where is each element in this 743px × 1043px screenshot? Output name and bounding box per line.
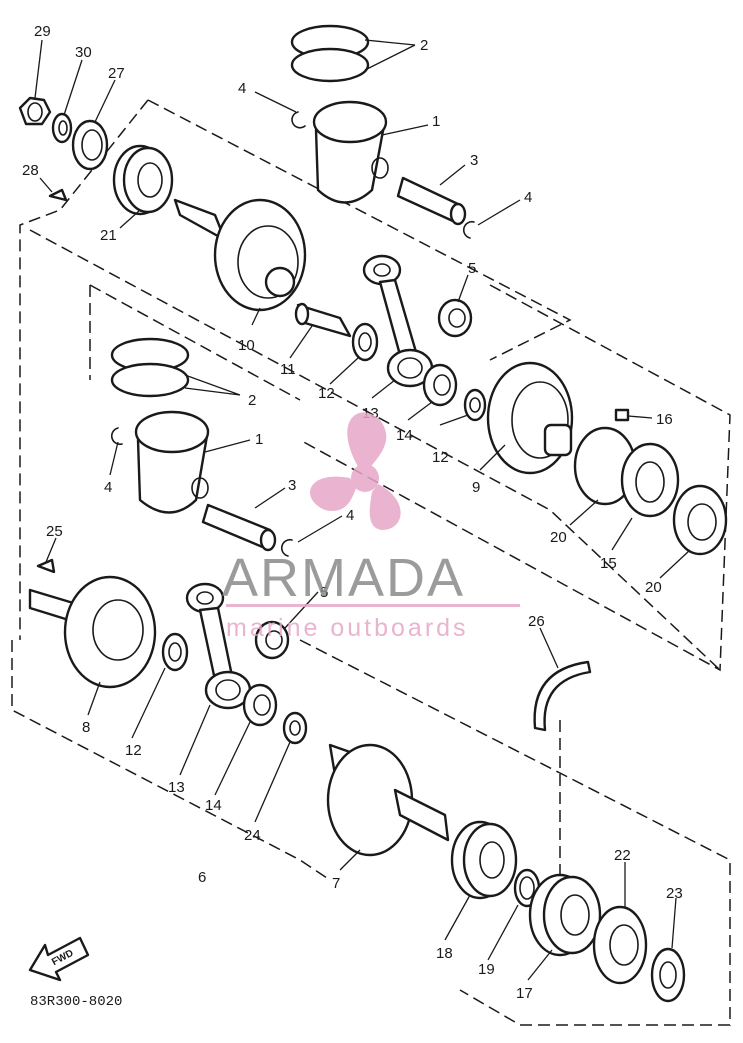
connecting-rod-part-13-upper — [362, 254, 434, 388]
piston-rings-part-2-lower — [110, 337, 190, 398]
thrust-washer-part-24 — [282, 711, 308, 745]
callout-17: 17 — [516, 985, 533, 1002]
bearing-part-15 — [573, 426, 680, 518]
thrust-washer-part-12-mid — [463, 388, 487, 422]
callout-5-lower: 5 — [320, 584, 328, 601]
callout-14-upper: 14 — [396, 427, 413, 444]
leader-lines — [34, 39, 691, 981]
callout-27: 27 — [108, 65, 125, 82]
watermark-underline — [226, 604, 520, 607]
bearing-part-20 — [672, 484, 728, 556]
callout-4-lower-right: 4 — [346, 507, 354, 524]
woodruff-key-part-28 — [48, 188, 68, 202]
callout-16: 16 — [656, 411, 673, 428]
dowel-pin-part-16 — [614, 408, 630, 422]
piston-pin-part-3-lower — [201, 503, 277, 552]
thrust-washer-part-12-upper — [351, 322, 379, 362]
callout-1-upper: 1 — [432, 113, 440, 130]
callout-20-left: 20 — [550, 529, 567, 546]
bearing-part-17 — [528, 873, 602, 957]
armada-watermark: ARMADA marine outboards — [222, 412, 520, 642]
drawing-code: 83R300-8020 — [30, 994, 122, 1010]
propeller-logo-icon — [310, 412, 401, 530]
callout-15: 15 — [600, 555, 617, 572]
assembly-outlines — [11, 99, 731, 1026]
piston-rings-part-2-upper — [290, 24, 370, 83]
callout-12-mid: 12 — [432, 449, 449, 466]
crank-half-part-10 — [173, 198, 307, 312]
needle-bearing-part-14-upper — [422, 363, 458, 407]
callout-18: 18 — [436, 945, 453, 962]
callout-4-lower-left: 4 — [104, 479, 112, 496]
crank-half-part-8 — [28, 575, 157, 689]
watermark-tagline: marine outboards — [226, 614, 469, 642]
callout-3-lower: 3 — [288, 477, 296, 494]
connecting-rod-part-13-lower — [185, 582, 252, 710]
callout-1-lower: 1 — [255, 431, 263, 448]
callout-21: 21 — [100, 227, 117, 244]
callout-19: 19 — [478, 961, 495, 978]
callout-9: 9 — [472, 479, 480, 496]
circlip-part-4-lower-left — [110, 427, 123, 446]
nut-part-29 — [18, 96, 52, 126]
callout-12-upper: 12 — [318, 385, 335, 402]
needle-bearing-part-14-lower — [242, 683, 278, 727]
callout-2-upper: 2 — [420, 37, 428, 54]
circlip-part-4-upper-right — [462, 220, 475, 239]
callout-29: 29 — [34, 23, 51, 40]
key-part-25 — [36, 558, 56, 574]
callout-6: 6 — [198, 869, 206, 886]
callout-14-lower: 14 — [205, 797, 222, 814]
callout-30: 30 — [75, 44, 92, 61]
callout-8: 8 — [82, 719, 90, 736]
callout-10: 10 — [238, 337, 255, 354]
callout-4-upper-right: 4 — [524, 189, 532, 206]
callout-5-upper: 5 — [468, 260, 476, 277]
piston-part-1-lower — [134, 410, 210, 514]
bearing-part-18 — [450, 820, 518, 900]
callout-4-upper-left: 4 — [238, 80, 246, 97]
piston-pin-part-3-upper — [396, 176, 467, 226]
callout-7: 7 — [332, 875, 340, 892]
callout-2-lower: 2 — [248, 392, 256, 409]
circlip-part-4-lower-right — [280, 538, 293, 557]
piston-part-1-upper — [312, 100, 389, 204]
oil-seal-part-22 — [592, 905, 648, 985]
callout-12-lower: 12 — [125, 742, 142, 759]
crank-half-part-7 — [326, 743, 450, 857]
watermark-brand: ARMADA — [222, 548, 465, 608]
needle-bearing-part-5-upper — [437, 298, 473, 338]
snap-ring-part-26 — [533, 660, 592, 732]
callout-25: 25 — [46, 523, 63, 540]
crank-half-part-9 — [486, 361, 574, 475]
callout-24: 24 — [244, 827, 261, 844]
callout-23: 23 — [666, 885, 683, 902]
callout-3-upper: 3 — [470, 152, 478, 169]
bearing-part-21 — [112, 144, 174, 216]
crank-pin-part-11 — [294, 302, 352, 338]
callout-26: 26 — [528, 613, 545, 630]
callout-20-right: 20 — [645, 579, 662, 596]
needle-bearing-part-5-lower — [254, 620, 290, 660]
callout-11: 11 — [280, 361, 296, 378]
oil-seal-part-27 — [71, 119, 109, 171]
washer-part-30 — [51, 112, 73, 144]
forward-arrow-icon: FWD — [28, 936, 90, 982]
callout-labels: 29 30 27 28 21 2 4 1 3 4 5 10 11 12 13 1… — [22, 23, 683, 1002]
circlip-part-4-upper-left — [291, 111, 306, 129]
thrust-washer-part-12-lower — [161, 632, 189, 672]
callout-28: 28 — [22, 162, 39, 179]
callout-13-lower: 13 — [168, 779, 185, 796]
callout-22: 22 — [614, 847, 631, 864]
gear-part-23 — [650, 947, 686, 1003]
